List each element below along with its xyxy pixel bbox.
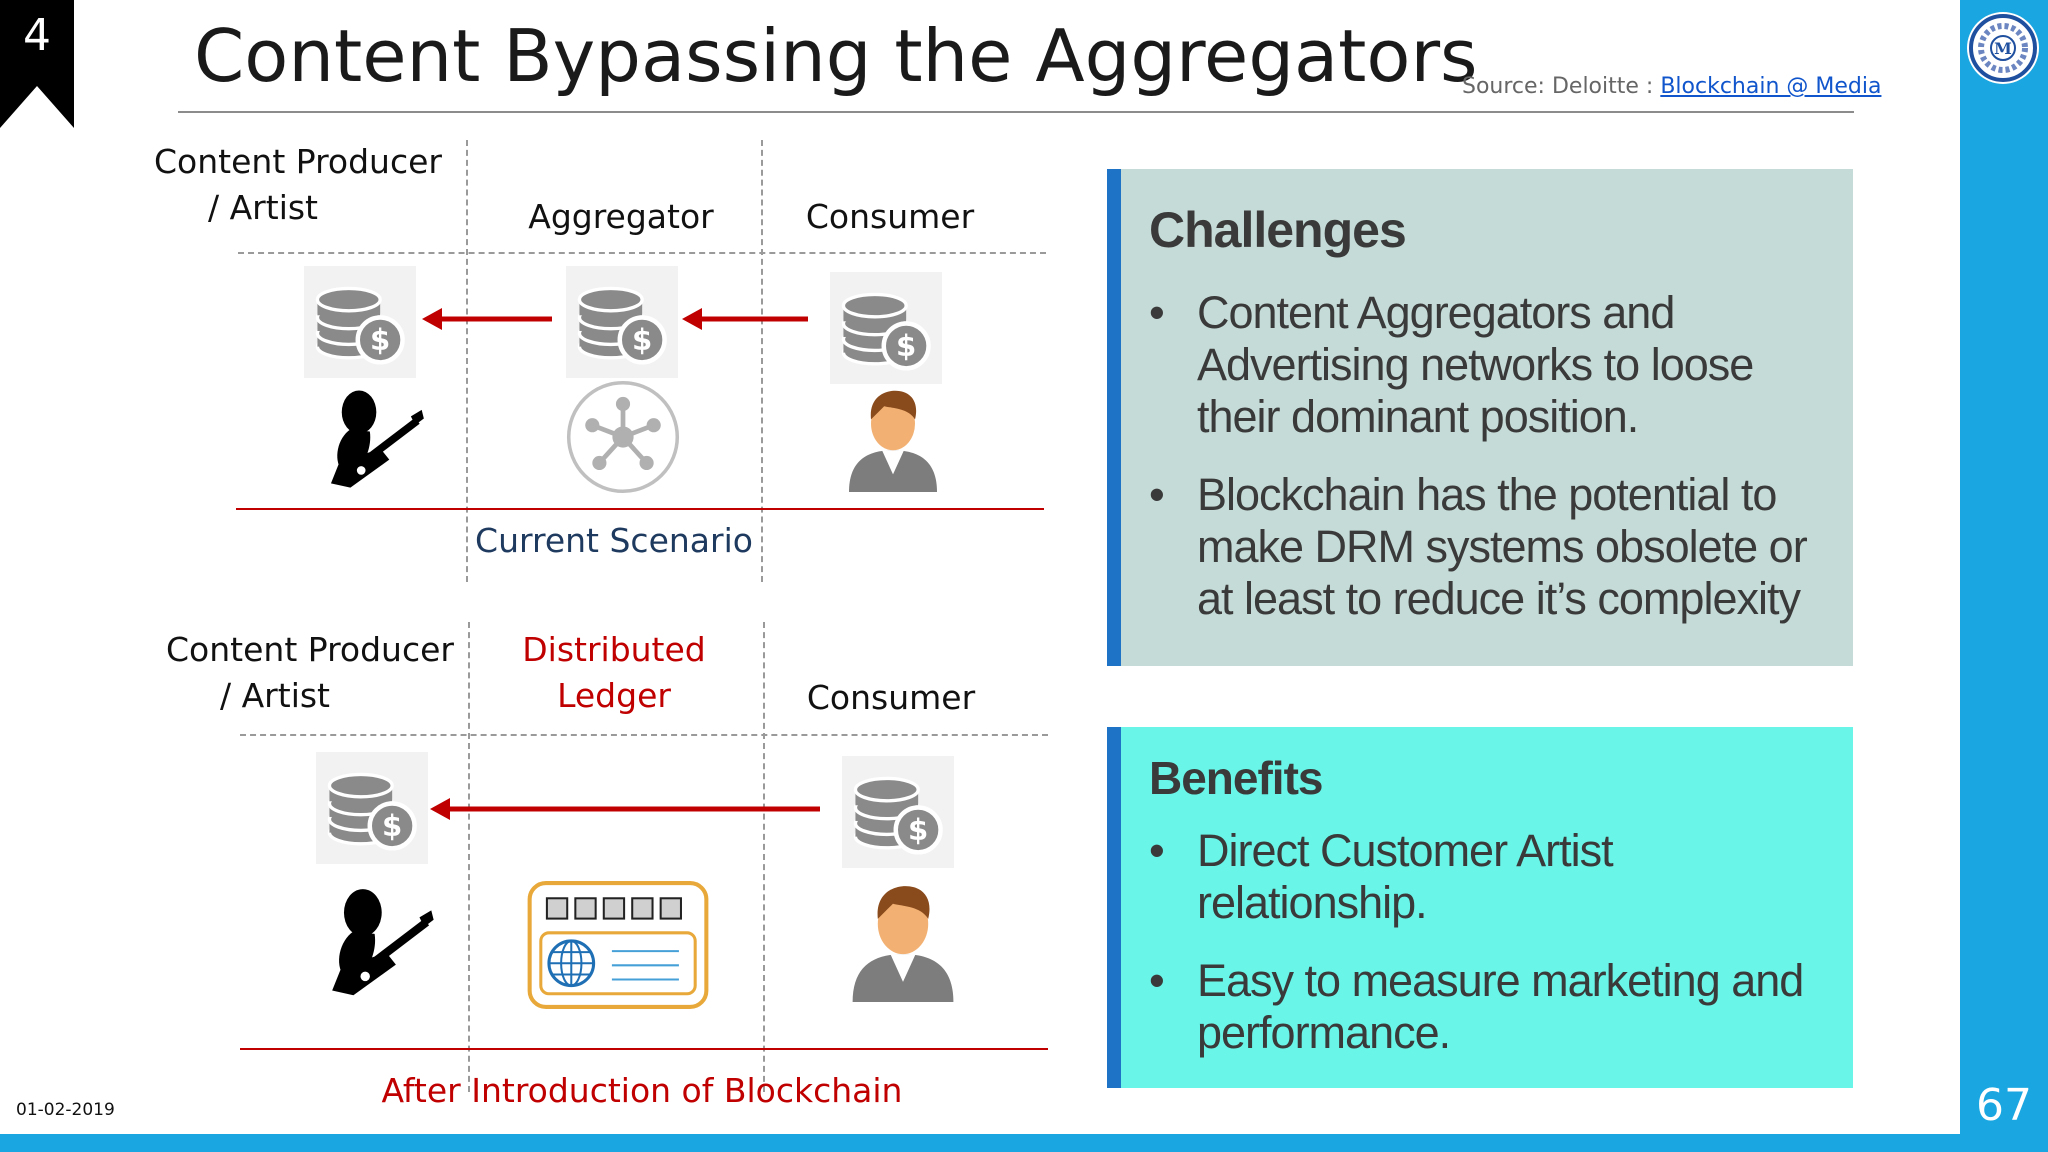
column-divider bbox=[468, 622, 470, 1092]
bottom-accent-bar bbox=[0, 1134, 2048, 1152]
section-number: 4 bbox=[0, 10, 74, 61]
column-divider bbox=[466, 140, 468, 582]
after-col-producer-header: Content Producer / Artist bbox=[160, 627, 460, 719]
challenge-item: Content Aggregators and Advertising netw… bbox=[1149, 287, 1837, 443]
coins-dollar-icon bbox=[566, 266, 678, 378]
network-hub-icon bbox=[564, 378, 682, 496]
guitarist-icon bbox=[318, 882, 436, 1000]
source-prefix: Source: Deloitte : bbox=[1462, 74, 1660, 99]
benefit-item: Easy to measure marketing and performanc… bbox=[1149, 955, 1837, 1059]
benefits-list: Direct Customer Artist relationship. Eas… bbox=[1149, 825, 1837, 1059]
person-icon bbox=[838, 382, 948, 492]
person-icon bbox=[840, 876, 966, 1002]
header-divider bbox=[240, 734, 1048, 736]
benefit-item: Direct Customer Artist relationship. bbox=[1149, 825, 1837, 929]
challenges-list: Content Aggregators and Advertising netw… bbox=[1149, 287, 1837, 625]
page-number: 67 bbox=[1960, 1080, 2048, 1131]
slide-title: Content Bypassing the Aggregators bbox=[194, 14, 1478, 98]
header-line: / Artist bbox=[160, 673, 460, 719]
scenario-baseline bbox=[236, 508, 1044, 510]
current-scenario-caption: Current Scenario bbox=[466, 518, 762, 564]
source-link[interactable]: Blockchain @ Media bbox=[1660, 74, 1881, 99]
coins-dollar-icon bbox=[830, 272, 942, 384]
benefits-heading: Benefits bbox=[1149, 751, 1322, 805]
header-divider bbox=[238, 252, 1046, 254]
current-col-producer-header: Content Producer / Artist bbox=[148, 139, 448, 231]
institute-logo-icon: M bbox=[1967, 12, 2039, 84]
challenges-heading: Challenges bbox=[1149, 201, 1406, 259]
title-underline bbox=[178, 111, 1854, 113]
current-col-aggregator-header: Aggregator bbox=[488, 194, 754, 240]
coins-dollar-icon bbox=[842, 756, 954, 868]
coins-dollar-icon bbox=[304, 266, 416, 378]
after-col-consumer-header: Consumer bbox=[770, 675, 1012, 721]
after-col-ledger-header: Distributed Ledger bbox=[478, 627, 750, 719]
guitarist-icon bbox=[318, 384, 426, 492]
column-divider bbox=[761, 140, 763, 582]
challenge-item: Blockchain has the potential to make DRM… bbox=[1149, 469, 1837, 625]
scenario-baseline bbox=[240, 1048, 1048, 1050]
header-line: Content Producer bbox=[148, 139, 448, 185]
challenges-panel: Challenges Content Aggregators and Adver… bbox=[1107, 169, 1853, 666]
benefits-panel: Benefits Direct Customer Artist relation… bbox=[1107, 727, 1853, 1088]
current-col-consumer-header: Consumer bbox=[770, 194, 1010, 240]
payment-arrow bbox=[420, 304, 554, 334]
header-line: Ledger bbox=[478, 673, 750, 719]
header-line: / Artist bbox=[148, 185, 448, 231]
right-accent-bar bbox=[1960, 0, 2048, 1152]
blockchain-ledger-icon bbox=[526, 880, 710, 1010]
header-line: Content Producer bbox=[160, 627, 460, 673]
slide-date: 01-02-2019 bbox=[16, 1100, 115, 1120]
after-blockchain-caption: After Introduction of Blockchain bbox=[330, 1068, 954, 1114]
direct-payment-arrow bbox=[428, 794, 822, 824]
coins-dollar-icon bbox=[316, 752, 428, 864]
header-line: Distributed bbox=[478, 627, 750, 673]
payment-arrow bbox=[680, 304, 810, 334]
svg-text:M: M bbox=[1994, 39, 2012, 58]
column-divider bbox=[763, 622, 765, 1092]
source-citation: Source: Deloitte : Blockchain @ Media bbox=[1462, 74, 1881, 99]
